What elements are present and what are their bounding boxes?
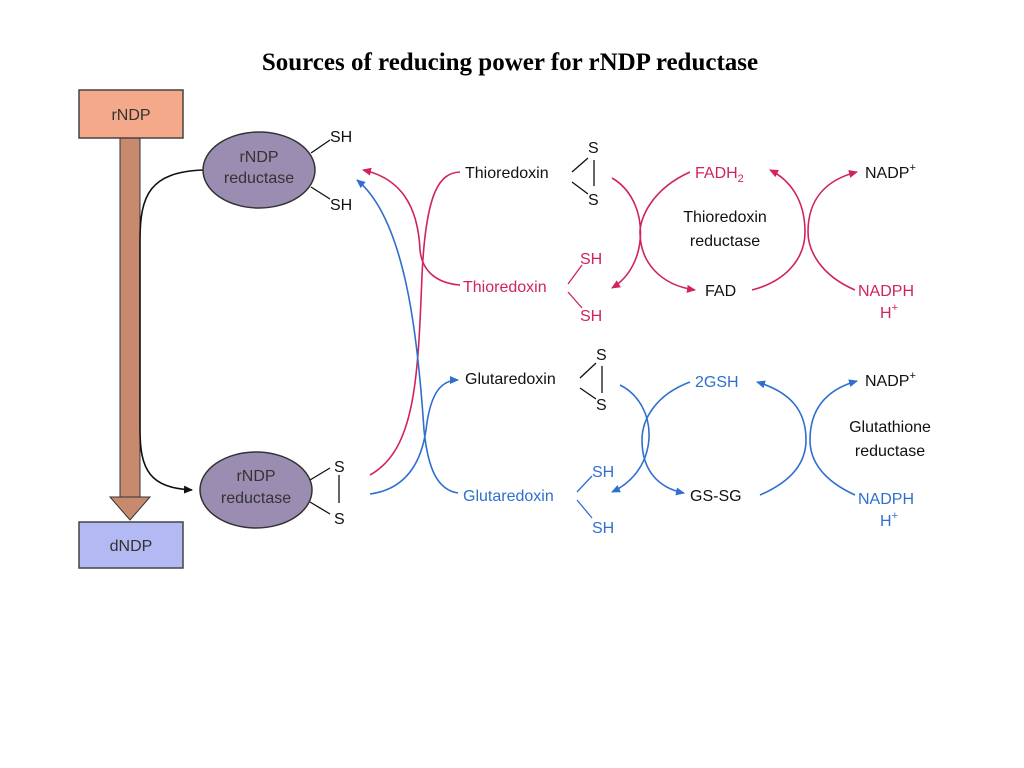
gsh-to-gssg-arrow <box>641 381 691 496</box>
enzyme-bottom-s-1: S <box>334 459 345 476</box>
glut-nadph-label: NADPH <box>858 491 914 508</box>
glutaredoxin-oxidized-s-2: S <box>596 397 607 414</box>
enzyme-bottom-line2: reductase <box>221 490 291 507</box>
thio-nadp-base: NADP <box>865 165 909 182</box>
rndp-label: rNDP <box>111 107 150 124</box>
glut-nadp-sup: + <box>909 370 915 382</box>
enzyme-top-sh-2: SH <box>330 197 352 214</box>
fadh2-base: FADH <box>695 165 738 182</box>
thio-nadp-sup: + <box>909 162 915 174</box>
thioredoxin-pathway: Thioredoxin S S Thioredoxin SH SH FADH2 … <box>463 140 916 325</box>
glut-nadp-base: NADP <box>865 373 909 390</box>
enzyme-top-sh-1: SH <box>330 129 352 146</box>
enzyme-bottom-line1: rNDP <box>236 468 275 485</box>
thioredoxin-oxidized-s-2: S <box>588 192 599 209</box>
glutaredoxin-reduced-sh-2: SH <box>592 520 614 537</box>
glut-nadp-label: NADP+ <box>865 370 916 390</box>
fadh2-to-fad-arrow <box>639 171 696 293</box>
gssg-label: GS-SG <box>690 488 742 505</box>
thio-proton-label: H+ <box>880 302 898 322</box>
glutathione-reductase-line1: Glutathione <box>849 419 931 436</box>
rndp-reductase-oxidized: rNDP reductase S S <box>199 451 345 529</box>
thioredoxin-reductase-line2: reductase <box>690 233 760 250</box>
glutaredoxin-oxidized-s-1: S <box>596 347 607 364</box>
glutaredoxin-oxidized-label: Glutaredoxin <box>465 371 556 388</box>
red-to-thioredoxin-arrow <box>419 249 461 286</box>
thioredoxin-reductase-line1: Thioredoxin <box>683 209 767 226</box>
thio-nadph-label: NADPH <box>858 283 914 300</box>
glutaredoxin-reduction-arrow <box>611 384 650 493</box>
thioredoxin-reduced-sh-1: SH <box>580 251 602 268</box>
fad-to-fadh2-arrow <box>751 169 806 291</box>
thioredoxin-reduced-label: Thioredoxin <box>463 279 547 296</box>
glutaredoxin-pathway: Glutaredoxin S S Glutaredoxin SH SH 2GSH… <box>463 347 931 537</box>
dndp-label: dNDP <box>110 538 153 555</box>
enzyme-bottom-s-2: S <box>334 511 345 528</box>
thioredoxin-oxidized-label: Thioredoxin <box>465 165 549 182</box>
enzyme-cycle-curve <box>139 169 204 494</box>
glut-proton-base: H <box>880 513 892 530</box>
nadph-to-nadp-arrow <box>807 170 858 291</box>
glutaredoxin-reduced-sh-1: SH <box>592 464 614 481</box>
thioredoxin-oxidized-s-1: S <box>588 140 599 157</box>
gssg-to-gsh-arrow <box>756 380 807 496</box>
rndp-reductase-reduced: rNDP reductase SH SH <box>202 129 352 214</box>
page-title: Sources of reducing power for rNDP reduc… <box>262 49 758 76</box>
red-enzyme-reduction-arrow <box>369 171 461 476</box>
red-to-enzyme-arrow <box>362 167 421 251</box>
thio-proton-sup: + <box>892 302 898 314</box>
enzyme-top-line1: rNDP <box>239 149 278 166</box>
thio-proton-base: H <box>880 305 892 322</box>
thioredoxin-reduced-sh-2: SH <box>580 308 602 325</box>
thio-nadp-label: NADP+ <box>865 162 916 182</box>
rndp-box: rNDP <box>78 89 184 139</box>
blue-glutaredoxin-to-enzyme-arrow <box>356 179 459 494</box>
glut-nadph-to-nadp-arrow <box>809 379 858 496</box>
glut-proton-sup: + <box>892 510 898 522</box>
gsh-label: 2GSH <box>695 374 739 391</box>
fadh2-label: FADH2 <box>695 165 744 185</box>
dndp-box: dNDP <box>78 521 184 569</box>
thioredoxin-reduction-arrow <box>611 177 642 289</box>
enzyme-top-line2: reductase <box>224 170 294 187</box>
fadh2-subscript: 2 <box>738 173 744 185</box>
glut-proton-label: H+ <box>880 510 898 530</box>
blue-enzyme-reduction-arrow <box>369 376 459 495</box>
fad-label: FAD <box>705 283 736 300</box>
glutaredoxin-reduced-label: Glutaredoxin <box>463 488 554 505</box>
glutathione-reductase-line2: reductase <box>855 443 925 460</box>
